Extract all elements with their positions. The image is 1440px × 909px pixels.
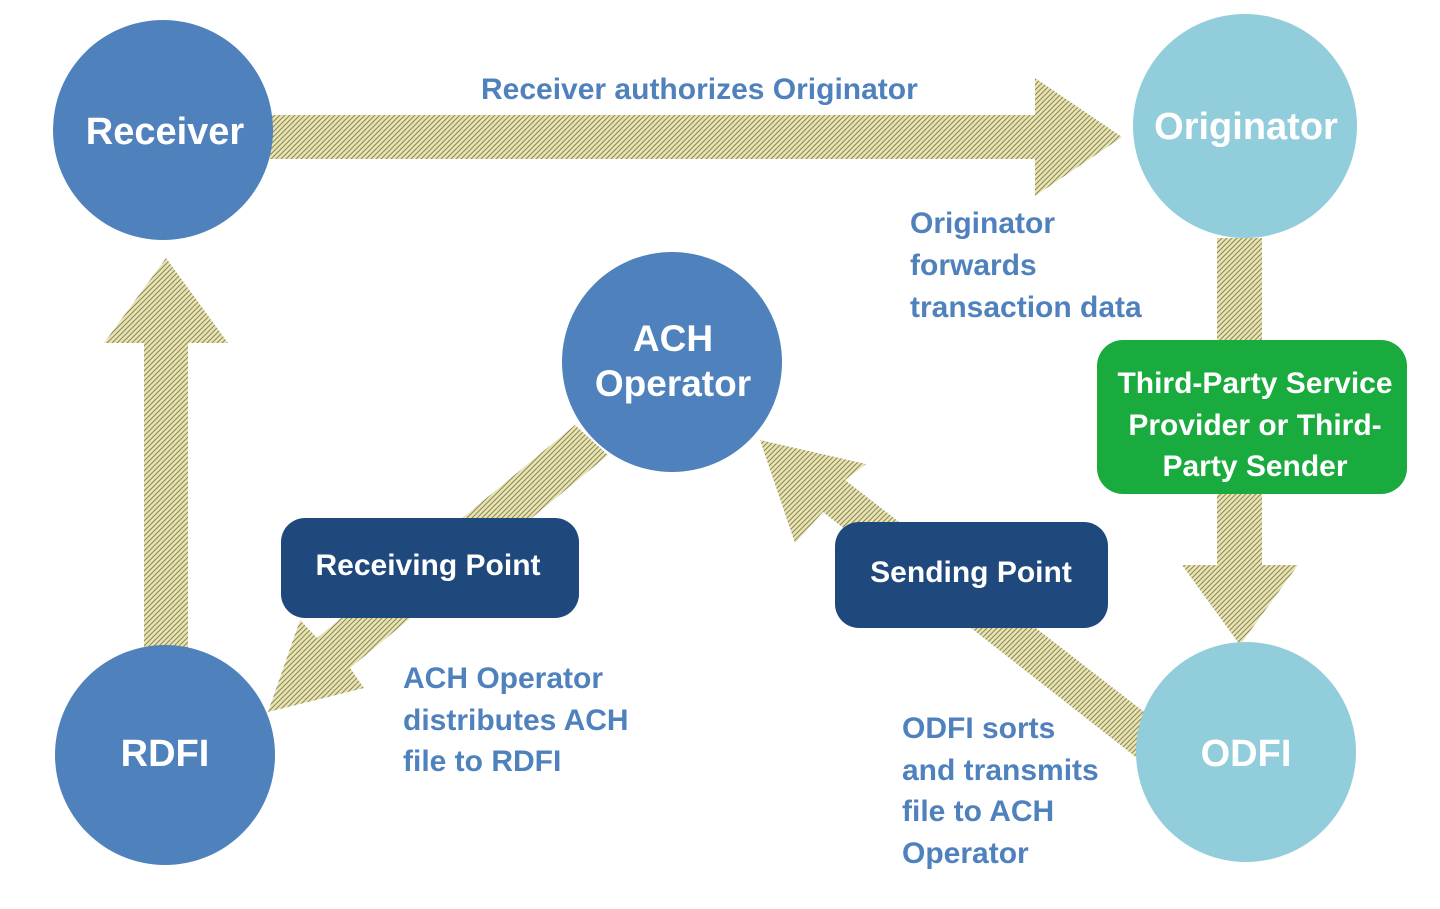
annotation-operator-distributes-line-3: file to RDFI bbox=[403, 745, 561, 778]
rdfi-node bbox=[55, 645, 275, 865]
third-party-line-3: Party Sender bbox=[1162, 450, 1347, 483]
odfi-node bbox=[1136, 642, 1356, 862]
sending-point-box bbox=[835, 522, 1108, 628]
annotation-originator-forwards-line-1: Originator bbox=[910, 207, 1055, 240]
third-party-box bbox=[1097, 340, 1407, 494]
receiver-label: Receiver bbox=[86, 111, 245, 153]
annotation-odfi-sorts-line-3: file to ACH bbox=[902, 795, 1054, 828]
third-party-line-1: Third-Party Service bbox=[1117, 367, 1392, 400]
annotation-receiver-authorizes: Receiver authorizes Originator bbox=[481, 73, 918, 106]
sending-point-label: Sending Point bbox=[870, 556, 1072, 589]
annotation-odfi-sorts-line-1: ODFI sorts bbox=[902, 712, 1055, 745]
odfi-label: ODFI bbox=[1201, 733, 1292, 775]
annotation-operator-distributes-line-1: ACH Operator bbox=[403, 662, 603, 695]
annotation-operator-distributes-line-2: distributes ACH bbox=[403, 704, 629, 737]
ach-operator-label-line-2: Operator bbox=[595, 363, 751, 404]
ach-operator-node bbox=[562, 252, 782, 472]
rdfi-label: RDFI bbox=[121, 733, 210, 775]
annotation-originator-forwards-line-2: forwards bbox=[910, 249, 1037, 282]
arrow-receiver-to-originator bbox=[270, 78, 1122, 196]
annotation-odfi-sorts-line-2: and transmits bbox=[902, 754, 1099, 787]
arrow-rdfi-to-receiver bbox=[104, 258, 228, 652]
arrow-originator-to-third-party bbox=[1217, 238, 1262, 345]
annotation-originator-forwards-line-3: transaction data bbox=[910, 291, 1142, 324]
third-party-line-2: Provider or Third- bbox=[1128, 409, 1381, 442]
ach-operator-label-line-1: ACH bbox=[633, 318, 713, 359]
originator-node bbox=[1133, 14, 1357, 238]
arrow-third-party-to-odfi bbox=[1182, 492, 1298, 645]
originator-label: Originator bbox=[1154, 106, 1338, 148]
annotation-odfi-sorts-line-4: Operator bbox=[902, 837, 1029, 870]
receiving-point-label: Receiving Point bbox=[315, 549, 540, 582]
receiver-node bbox=[53, 20, 273, 240]
receiving-point-box bbox=[281, 518, 579, 618]
